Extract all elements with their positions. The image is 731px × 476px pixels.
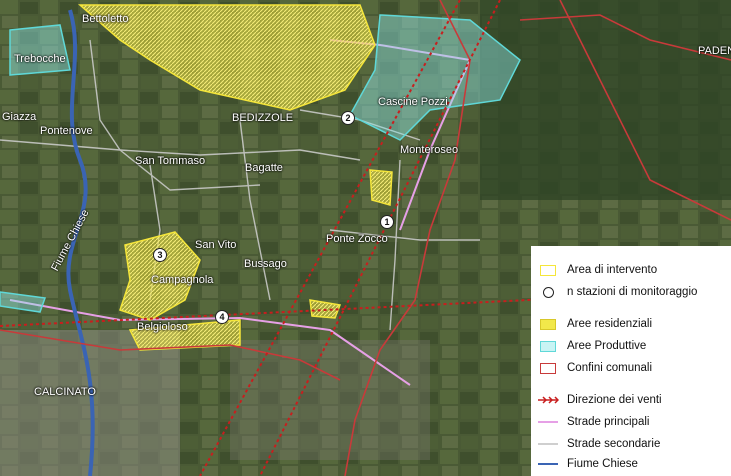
legend-item-venti: Direzione dei venti (537, 392, 662, 408)
place-pontenove: Pontenove (40, 125, 93, 137)
place-calcinato: CALCINATO (34, 386, 96, 398)
hills-area (480, 0, 731, 200)
place-bettoletto: Bettoletto (82, 13, 129, 25)
line-icon (537, 437, 559, 451)
legend-item-confini: Confini comunali (537, 360, 652, 376)
residential-areas (78, 4, 393, 351)
circle-icon (537, 285, 559, 299)
line-icon (537, 415, 559, 429)
legend-item-residenziali: Aree residenziali (537, 316, 652, 332)
legend-item-strade-secondarie: Strade secondarie (537, 436, 660, 452)
place-bagatte: Bagatte (245, 162, 283, 174)
filled-box-icon (537, 339, 559, 353)
outline-box-icon (537, 361, 559, 375)
station-marker-4[interactable]: 4 (215, 310, 229, 324)
place-bedizzole: BEDIZZOLE (232, 112, 294, 124)
industrial-south (230, 340, 430, 460)
legend-label: Area di intervento (567, 264, 658, 276)
legend-label: Fiume Chiese (567, 458, 638, 470)
place-belgioioso: Belgioloso (137, 321, 188, 333)
place-ponte-zocco: Ponte Zocco (326, 233, 388, 245)
legend-item-fiume: Fiume Chiese (537, 456, 638, 472)
legend-label: n stazioni di monitoraggio (567, 286, 698, 298)
legend-label: Direzione dei venti (567, 394, 662, 406)
filled-box-icon (537, 317, 559, 331)
legend-item-strade-principali: Strade principali (537, 414, 649, 430)
place-cascine-pozzi: Cascine Pozzi (378, 96, 448, 108)
line-icon (537, 457, 559, 471)
legend-item-stazioni: n stazioni di monitoraggio (537, 284, 697, 300)
legend-label: Strade principali (567, 416, 650, 428)
place-bussago: Bussago (244, 258, 287, 270)
place-san-tommaso: San Tommaso (135, 155, 206, 167)
legend-label: Aree Produttive (567, 340, 647, 352)
place-padenghe: PADEN (698, 45, 731, 57)
place-campagnola: Campagnola (151, 274, 214, 286)
legend-label: Strade secondarie (567, 438, 661, 450)
productive-areas (0, 14, 521, 313)
arrow-line-icon (537, 393, 559, 407)
outline-box-icon (537, 263, 559, 277)
station-marker-3[interactable]: 3 (153, 248, 167, 262)
place-trebocche: Trebocche (14, 53, 66, 65)
place-san-vito: San Vito (195, 239, 237, 251)
river-chiese (66, 9, 95, 476)
legend-label: Aree residenziali (567, 318, 653, 330)
legend-label: Confini comunali (567, 362, 653, 374)
map-legend: Area di intervento n stazioni di monitor… (531, 246, 731, 476)
place-giazza: Giazza (2, 111, 37, 123)
station-marker-1[interactable]: 1 (380, 215, 394, 229)
station-marker-2[interactable]: 2 (341, 111, 355, 125)
legend-item-produttive: Aree Produttive (537, 338, 646, 354)
legend-item-intervento: Area di intervento (537, 262, 657, 278)
place-monteroseo: Monteroseo (400, 144, 459, 156)
